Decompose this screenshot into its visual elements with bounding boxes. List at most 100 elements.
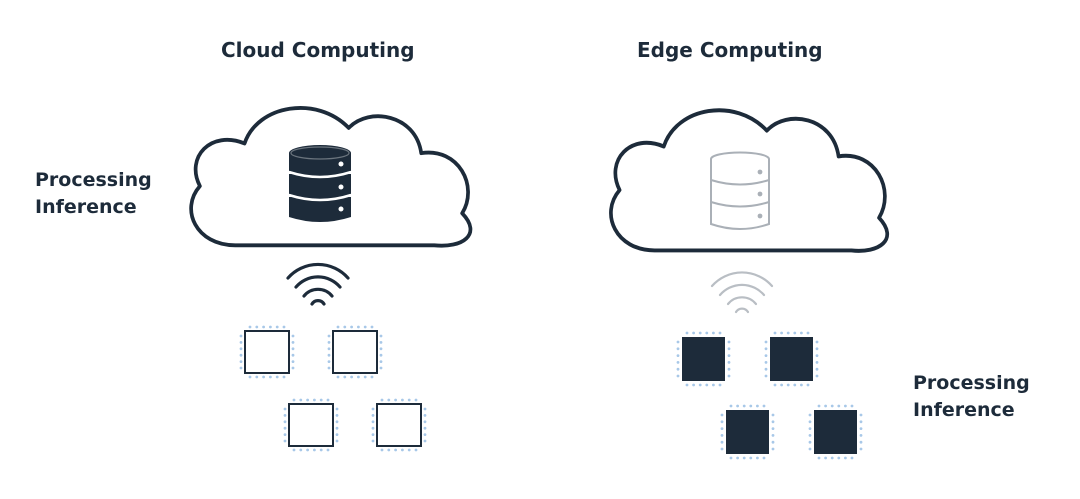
chip-pin: [800, 331, 803, 335]
chip-pin: [850, 404, 854, 408]
chip-pin: [379, 341, 383, 344]
chip-pin: [742, 404, 746, 408]
chip-pin: [676, 347, 680, 351]
chip-pin: [335, 439, 339, 443]
chip-pin: [336, 375, 340, 379]
chip-pin: [239, 366, 243, 370]
chip-pin: [736, 456, 739, 460]
chip-pin: [387, 448, 391, 452]
chip-pin: [698, 331, 702, 335]
chip-pin: [729, 456, 733, 460]
chip-pin: [291, 334, 295, 338]
chip-pin: [793, 383, 797, 387]
chip-pin: [371, 439, 375, 443]
chip-pin: [363, 375, 367, 379]
chip-pin: [793, 331, 797, 335]
chip-pin: [764, 374, 768, 378]
chip-pin: [326, 398, 330, 402]
chip-pin: [319, 398, 323, 402]
chip-pin: [283, 407, 287, 411]
cloud-icon: [609, 108, 890, 253]
chip-pin: [379, 347, 383, 351]
chip-pin: [380, 448, 384, 452]
chip-pin: [379, 360, 383, 363]
chip-pin: [291, 347, 295, 351]
chip-pin: [692, 331, 695, 335]
chip-pin: [327, 347, 331, 351]
chip-pin: [248, 375, 252, 379]
chip-pin: [262, 375, 265, 379]
chip-pin: [371, 433, 375, 436]
chip-icon: [288, 403, 334, 447]
chip-pin: [786, 331, 790, 335]
chip-icon: [726, 410, 769, 454]
chip-pin: [762, 456, 766, 460]
chip-pin: [327, 360, 331, 363]
chip-pin: [780, 331, 783, 335]
chip-pin: [712, 383, 715, 387]
chip-pin: [685, 383, 689, 387]
chip-pin: [844, 456, 847, 460]
edge-panel: [609, 108, 890, 454]
chip-pin: [306, 398, 309, 402]
chip-pin: [327, 366, 331, 370]
chip-pin: [815, 340, 819, 344]
chip-pin: [343, 375, 347, 379]
chip-pin: [712, 331, 715, 335]
chip-pin: [357, 375, 360, 379]
chip-pin: [764, 367, 768, 371]
chip-pin: [239, 334, 243, 338]
chip-pin: [401, 448, 404, 452]
chip-pin: [718, 383, 722, 387]
chip-icon: [682, 337, 725, 381]
chip-pin: [291, 341, 295, 344]
edge-processing-line1: Processing: [913, 372, 1030, 394]
chip-pins: [239, 325, 863, 460]
chip-pin: [326, 448, 330, 452]
chip-pin: [727, 347, 731, 351]
chip-pin: [343, 325, 347, 329]
chip-pin: [327, 334, 331, 338]
chip-pin: [676, 374, 680, 378]
chip-pin: [771, 440, 775, 444]
chip-pin: [749, 404, 753, 408]
chip-pin: [269, 325, 272, 329]
chip-pin: [335, 420, 339, 424]
chip-pin: [698, 383, 702, 387]
chip-pin: [806, 331, 810, 335]
chip-pin: [387, 398, 391, 402]
chip-pin: [239, 341, 243, 344]
chip-pin: [771, 434, 775, 437]
chip-pin: [336, 325, 340, 329]
chip-pin: [282, 325, 286, 329]
chip-pin: [749, 456, 753, 460]
chip-pin: [773, 383, 777, 387]
database-icon: [710, 151, 770, 230]
chip-pin: [786, 383, 790, 387]
chip-pin: [676, 354, 680, 357]
chip-pin: [817, 456, 821, 460]
chip-pin: [283, 420, 287, 424]
chip-pin: [407, 398, 411, 402]
cloud-processing-line1: Processing: [35, 169, 152, 191]
chip-pin: [291, 353, 295, 357]
chip-pin: [815, 361, 819, 364]
cloud-icon: [189, 106, 473, 248]
chip-pin: [844, 404, 847, 408]
chip-pin: [676, 361, 680, 364]
chip-pin: [736, 404, 739, 408]
chip-pin: [727, 354, 731, 357]
chip-pin: [327, 353, 331, 357]
chip-pin: [859, 447, 863, 451]
chip-pin: [275, 325, 279, 329]
chip-pin: [720, 413, 724, 417]
chip-pin: [313, 448, 316, 452]
chip-pin: [859, 427, 863, 430]
chip-pin: [762, 404, 766, 408]
chip-pin: [350, 325, 353, 329]
chip-pin: [282, 375, 286, 379]
chip-pin: [414, 398, 418, 402]
chip-pin: [255, 375, 259, 379]
chip-pin: [423, 426, 427, 430]
chip-pin: [685, 331, 689, 335]
